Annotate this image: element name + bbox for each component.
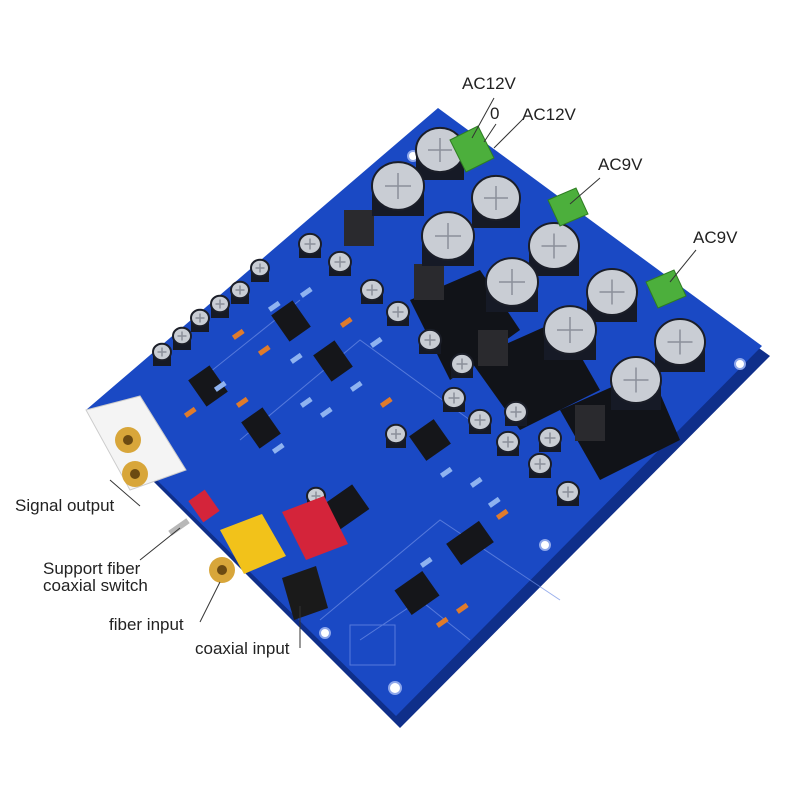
resistor: [289, 352, 303, 364]
capacitor-vent: [334, 256, 346, 268]
capacitor-vent: [177, 331, 187, 341]
resistor: [349, 380, 363, 392]
label-ac12v-top: AC12V: [462, 74, 516, 93]
label-ac12v-right: AC12V: [522, 105, 576, 124]
capacitor-vent: [456, 358, 468, 370]
resistor: [339, 316, 353, 328]
label-signal-output: Signal output: [15, 496, 115, 515]
resistor: [271, 442, 285, 454]
resistor: [299, 286, 313, 298]
capacitor-vent: [235, 285, 245, 295]
resistor: [267, 300, 281, 312]
capacitor-vent: [157, 347, 167, 357]
capacitor-vent: [385, 173, 411, 199]
resistor: [299, 396, 313, 408]
label-zero: 0: [490, 104, 500, 123]
resistor: [369, 336, 383, 348]
capacitor-vent: [435, 223, 461, 249]
resistor: [419, 556, 433, 568]
label-ac9v-upper: AC9V: [598, 155, 643, 174]
resistor: [435, 616, 449, 628]
capacitor-vent: [623, 367, 649, 393]
capacitor-vent: [195, 313, 205, 323]
capacitor-vent: [599, 279, 625, 305]
capacitor-vent: [541, 233, 567, 259]
resistor: [379, 396, 393, 408]
capacitor-vent: [311, 491, 321, 501]
resistors: [183, 286, 509, 628]
resistor: [455, 602, 469, 614]
capacitor-vent: [424, 334, 436, 346]
capacitor-vent: [391, 429, 401, 439]
voltage-regulators: [344, 210, 605, 441]
resistor: [439, 466, 453, 478]
capacitor-vent: [255, 263, 265, 273]
label-ac9v-lower: AC9V: [693, 228, 738, 247]
ic-chips: [188, 300, 494, 616]
label-support-line2: coaxial switch: [43, 576, 148, 595]
callout-lines: [109, 97, 697, 648]
capacitor-vent: [484, 186, 508, 210]
capacitor-vent: [366, 284, 378, 296]
capacitor-vent: [392, 306, 404, 318]
resistor: [487, 496, 501, 508]
resistor: [495, 508, 509, 520]
resistor: [231, 328, 245, 340]
resistor: [257, 344, 271, 356]
capacitor-vent: [502, 436, 514, 448]
resistor: [319, 406, 333, 418]
capacitor-vent: [474, 414, 486, 426]
silkscreen: [199, 299, 561, 666]
large-capacitors: [371, 126, 706, 410]
label-coaxial-input: coaxial input: [195, 639, 290, 658]
label-support-fiber-switch: Support fiber coaxial switch: [43, 560, 148, 594]
label-support-line1: Support fiber: [43, 559, 141, 578]
optical-jack: [282, 496, 348, 620]
capacitor-vent: [215, 299, 225, 309]
resistor: [213, 380, 227, 392]
capacitor-vent: [448, 392, 460, 404]
capacitor-vent: [562, 486, 574, 498]
capacitor-vent: [499, 269, 525, 295]
capacitor-vent: [544, 432, 556, 444]
fiber-coax-switch: [168, 489, 220, 536]
resistor: [469, 476, 483, 488]
capacitor-vent: [304, 238, 316, 250]
label-fiber-input: fiber input: [109, 615, 184, 634]
resistor: [183, 406, 197, 418]
capacitor-vent: [428, 138, 452, 162]
rca-output-jacks: [85, 395, 187, 491]
capacitor-vent: [667, 329, 693, 355]
resistor: [235, 396, 249, 408]
coaxial-jack: [209, 514, 286, 583]
capacitor-vent: [510, 406, 522, 418]
capacitor-vent: [557, 317, 583, 343]
capacitor-vent: [534, 458, 546, 470]
